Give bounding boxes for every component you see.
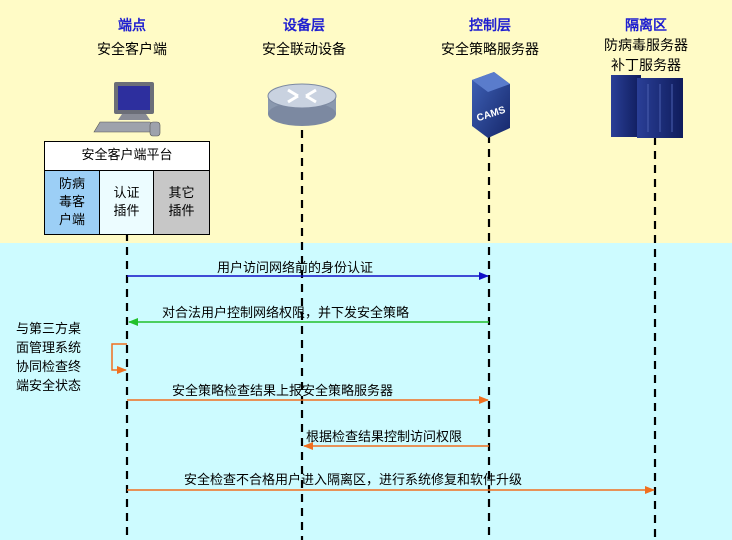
note-line: 面管理系统: [16, 341, 82, 356]
column-category: 设备层: [283, 18, 325, 34]
column-category: 控制层: [469, 18, 511, 34]
column-header-control: 控制层 安全策略服务器: [420, 16, 560, 60]
plugin-label-line: 插件: [113, 203, 140, 219]
message-access-control: 根据检查结果控制访问权限: [306, 430, 463, 445]
message-policy: 对合法用户控制网络权限，并下发安全策略: [162, 306, 410, 321]
plugin-label-line: 其它: [168, 185, 195, 201]
column-header-endpoint: 端点 安全客户端: [62, 16, 202, 60]
arrow-third-party-loop: [111, 343, 127, 374]
plugin-other: 其它 插件: [154, 171, 209, 234]
column-subtitle-line1: 防病毒服务器: [604, 38, 688, 54]
plugin-authentication: 认证 插件: [100, 171, 154, 234]
client-platform-box: 安全客户端平台 防病 毒客 户端 认证 插件 其它 插件: [44, 141, 210, 235]
message-report: 安全策略检查结果上报安全策略服务器: [172, 384, 394, 399]
column-header-device: 设备层 安全联动设备: [234, 16, 374, 60]
plugin-label-line: 户端: [58, 212, 85, 228]
column-subtitle: 安全客户端: [97, 42, 167, 58]
column-category: 端点: [118, 18, 146, 34]
column-header-isolation: 隔离区 防病毒服务器 补丁服务器: [576, 16, 716, 76]
message-isolation: 安全检查不合格用户进入隔离区，进行系统修复和软件升级: [184, 473, 523, 488]
platform-title: 安全客户端平台: [45, 142, 209, 171]
plugin-label-line: 插件: [168, 203, 195, 219]
plugin-label-line: 认证: [113, 185, 140, 201]
column-subtitle-line2: 补丁服务器: [611, 58, 681, 74]
note-line: 与第三方桌: [16, 322, 82, 337]
column-subtitle: 安全策略服务器: [441, 42, 539, 58]
plugin-label-line: 毒客: [58, 194, 85, 210]
note-line: 协同检查终: [16, 360, 82, 375]
isolation-server-rack-icon: [611, 75, 683, 138]
cams-server-icon: CAMS: [472, 72, 510, 138]
column-category: 隔离区: [625, 18, 667, 34]
plugin-label-line: 防病: [58, 176, 85, 192]
note-line: 端安全状态: [16, 379, 82, 394]
computer-icon: [93, 82, 161, 137]
plugin-antivirus: 防病 毒客 户端: [45, 171, 100, 234]
message-auth: 用户访问网络前的身份认证: [217, 261, 374, 276]
router-icon: [267, 83, 337, 126]
column-subtitle: 安全联动设备: [262, 42, 346, 58]
third-party-note: 与第三方桌 面管理系统 协同检查终 端安全状态: [16, 320, 116, 396]
